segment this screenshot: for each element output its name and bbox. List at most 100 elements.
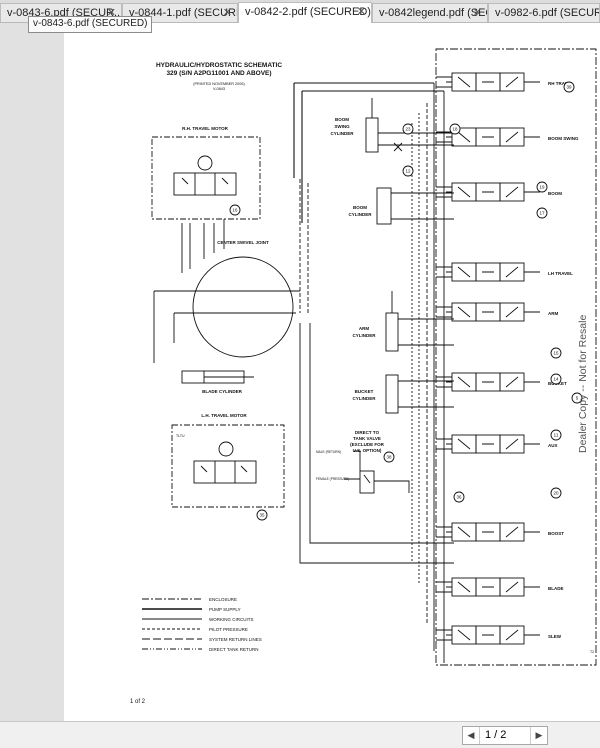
bottom-toolbar: ◀ 1 / 2 ▶ [0,721,600,748]
callout-circle [550,487,562,499]
lh-motor-valve [193,460,257,484]
valve-section: SLEW [436,625,562,645]
bucket-cylinder-symbol [385,374,399,414]
callout-circle [536,207,548,219]
schematic-subtitle: 329 (S/N A2PG11001 AND ABOVE) [166,70,271,77]
spool-arrows [436,376,540,388]
valve-section: BOOST [436,522,564,542]
arm-cylinder-lines [391,291,454,346]
direct-to-tank-label: DIRECT TO [355,430,380,435]
valve-section-label: BOOM [548,191,562,196]
legend-item: ENCLOSURE [142,597,237,602]
spool-arrows [436,266,540,278]
tltu-label: TLTU [176,434,185,438]
arm-cylinder-label: ARM [359,326,369,331]
valve-section: RH TRAVEL [436,72,574,92]
legend-item: PUMP SUPPLY [142,607,241,612]
legend-item: SYSTEM RETURN LINES [142,637,262,642]
callout-circle [402,123,414,135]
callout: 5 [571,392,583,404]
bucket-cylinder-lines [398,380,454,408]
tab-label: v-0842-2.pdf (SECURED) [245,6,371,18]
boom-cylinder-symbol [376,187,392,225]
callout-circle [402,165,414,177]
rh-travel-motor-label: R.H. TRAVEL MOTOR [182,126,229,131]
callout-circle [229,204,241,216]
rh-motor-valve [173,172,237,196]
callout: 18 [449,123,461,135]
blade-cylinder-label: BLADE CYLINDER [202,389,243,394]
callout-circle [550,347,562,359]
page-navigator: ◀ 1 / 2 ▶ [462,726,548,745]
trunk-line [293,82,444,223]
valve-bank-enclosure [435,48,597,666]
schematic-title: HYDRAULIC/HYDROSTATIC SCHEMATIC [156,62,282,69]
supply-line [433,83,445,663]
spool-arrows [436,438,540,450]
swivel-lines-mid [153,290,300,363]
boom-swing-restrictor [393,142,403,152]
callout-circle [550,373,562,385]
callout-number: 35 [259,513,265,518]
t2-label: T2 [590,650,594,654]
next-page-icon[interactable]: ▶ [530,727,547,744]
valve-sections: RH TRAVEL BOOM SWING BOOM LH TRAVEL ARM BUCKE… [436,72,579,645]
close-icon[interactable]: ✕ [356,6,366,18]
valve-section: ARM [436,302,558,322]
rh-motor-symbol [197,155,213,171]
callout: 23 [402,123,414,135]
center-swivel-joint [192,256,294,358]
swivel-lines-upper [181,219,225,273]
callout-number: 5 [576,396,579,401]
watermark-text: Dealer Copy -- Not for Resale [577,315,589,453]
valve-section: BUCKET [436,372,567,392]
boom-swing-cylinder-symbol [365,117,379,153]
boom-cylinder-label: CYLINDER [348,212,372,217]
legend-label: DIRECT TANK RETURN [209,647,259,652]
spool-arrows [436,131,540,143]
tab-label: v-0844-1.pdf (SECURE... [129,7,237,19]
lower-routing-lines [299,323,454,564]
tab-label: v-0842legend.pdf (SECUR... [379,7,487,19]
female-pressure-label: FEMALE (PRESSURE) [316,477,349,481]
direct-to-tank-label: (EXCLUDE FOR [350,442,385,447]
tab-v-0982-6[interactable]: v-0982-6.pdf (SECURE... [488,3,600,22]
close-icon[interactable]: ✕ [472,7,482,19]
tab-v-0842legend[interactable]: v-0842legend.pdf (SECUR...✕ [372,3,488,22]
callout-circle [256,509,268,521]
valve-section-label: BOOM SWING [548,136,579,141]
valve-section: LH TRAVEL [436,262,573,282]
legend-label: ENCLOSURE [209,597,237,602]
direct-to-tank-valve-symbol [359,470,375,494]
callout-number: 11 [554,433,559,438]
callout-number: 23 [405,127,411,132]
rh-motor-valve-detail [181,173,229,195]
hydraulic-schematic: HYDRAULIC/HYDROSTATIC SCHEMATIC 329 (S/N… [130,48,597,705]
page-indicator[interactable]: 1 / 2 [485,729,507,741]
boom-cylinder-label: BOOM [353,205,367,210]
callout: 19 [536,181,548,193]
legend-item: PILOT PRESSURE [142,627,248,632]
previous-page-icon[interactable]: ◀ [463,727,480,744]
valve-section-label: AUX [548,443,558,448]
tab-v-0842-2[interactable]: v-0842-2.pdf (SECURED)✕ [238,2,372,23]
lh-motor-symbol [218,441,234,457]
close-icon[interactable]: ✕ [222,7,232,19]
close-icon[interactable]: ✕ [106,7,116,19]
page-number-label: 1 of 2 [130,699,146,705]
lh-travel-motor-enclosure [171,424,285,508]
callout-circle [453,491,465,503]
spool-arrows [436,526,540,538]
valve-section: BOOM [436,182,562,202]
lh-travel-motor-label: L.H. TRAVEL MOTOR [201,413,247,418]
document-viewer[interactable]: HYDRAULIC/HYDROSTATIC SCHEMATIC 329 (S/N… [0,23,600,721]
valve-section: BLADE [436,577,564,597]
blade-cylinder-rod [203,371,254,383]
direct-to-tank-lines [344,450,410,493]
printed-date: (PRINTED NOVEMBER 2006) [193,82,245,86]
pdf-page: HYDRAULIC/HYDROSTATIC SCHEMATIC 329 (S/N… [64,23,600,721]
schematic-code: V-0843 [213,87,225,91]
spool-arrows [436,76,540,88]
